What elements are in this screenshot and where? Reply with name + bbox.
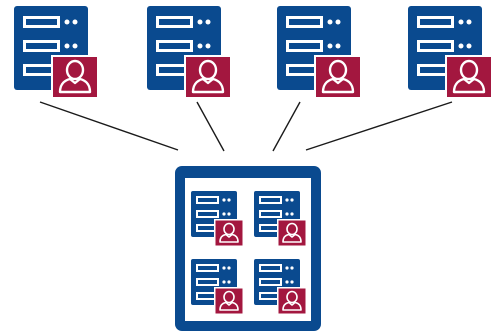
client-server-1 [14, 6, 99, 99]
central-host [175, 166, 321, 331]
connectors [39, 101, 453, 152]
connector-1 [39, 101, 179, 151]
user-icon [277, 287, 307, 315]
user-icon [214, 219, 244, 247]
connector-2 [196, 101, 225, 152]
connector-3 [272, 101, 301, 152]
user-icon [445, 55, 493, 99]
virtual-server-4 [254, 259, 307, 315]
client-servers [14, 6, 493, 99]
user-icon [214, 287, 244, 315]
user-icon [314, 55, 362, 99]
connector-4 [305, 101, 453, 151]
virtual-server-3 [191, 259, 244, 315]
client-server-4 [408, 6, 493, 99]
user-icon [51, 55, 99, 99]
virtual-server-1 [191, 191, 244, 247]
client-server-3 [277, 6, 362, 99]
client-server-2 [147, 6, 232, 99]
user-icon [184, 55, 232, 99]
virtual-server-2 [254, 191, 307, 247]
user-icon [277, 219, 307, 247]
